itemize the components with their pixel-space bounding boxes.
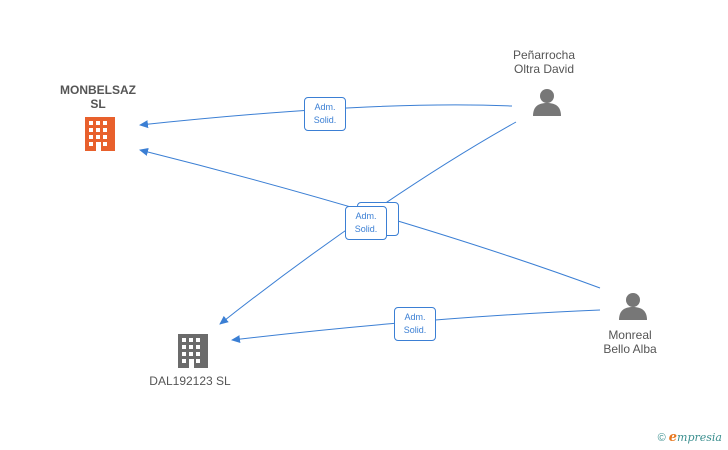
company-label-dal192123[interactable]: DAL192123 SL: [130, 374, 250, 388]
empresia-watermark: © empresia: [658, 430, 722, 445]
person-name-line1: Peñarrocha: [512, 48, 576, 62]
role-line2: Solid.: [403, 325, 427, 335]
role-badge-top: Adm. Solid.: [304, 97, 346, 131]
role-line1: Adm.: [404, 312, 426, 322]
person-name-line2: Bello Alba: [603, 342, 657, 356]
role-line2: Solid.: [354, 224, 378, 234]
brand-name: mpresia: [677, 431, 722, 444]
person-label-monreal[interactable]: Monreal Bello Alba: [580, 328, 680, 356]
role-line1: Adm.: [314, 102, 336, 112]
role-line1: Adm.: [355, 211, 377, 221]
person-icon[interactable]: [533, 89, 561, 116]
person-name-line1: Monreal: [608, 328, 652, 342]
role-line2: Solid.: [313, 115, 337, 125]
brand-initial: e: [668, 430, 678, 445]
person-icon[interactable]: [619, 293, 647, 320]
company-name-line2: SL: [90, 97, 106, 111]
company-label-monbelsaz[interactable]: MONBELSAZ SL: [48, 83, 148, 111]
role-badge-bottom: Adm. Solid.: [394, 307, 436, 341]
company-name-line1: MONBELSAZ: [60, 83, 136, 97]
building-icon[interactable]: [85, 117, 115, 151]
company-name: DAL192123 SL: [149, 374, 231, 388]
person-name-line2: Oltra David: [513, 62, 575, 76]
person-label-penarrocha[interactable]: Peñarrocha Oltra David: [494, 48, 594, 76]
role-badge-center: Adm. Solid.: [345, 206, 387, 240]
building-icon[interactable]: [178, 334, 208, 368]
copyright-symbol: ©: [657, 432, 666, 444]
edge-penarrocha-monbelsaz: [139, 104, 513, 129]
